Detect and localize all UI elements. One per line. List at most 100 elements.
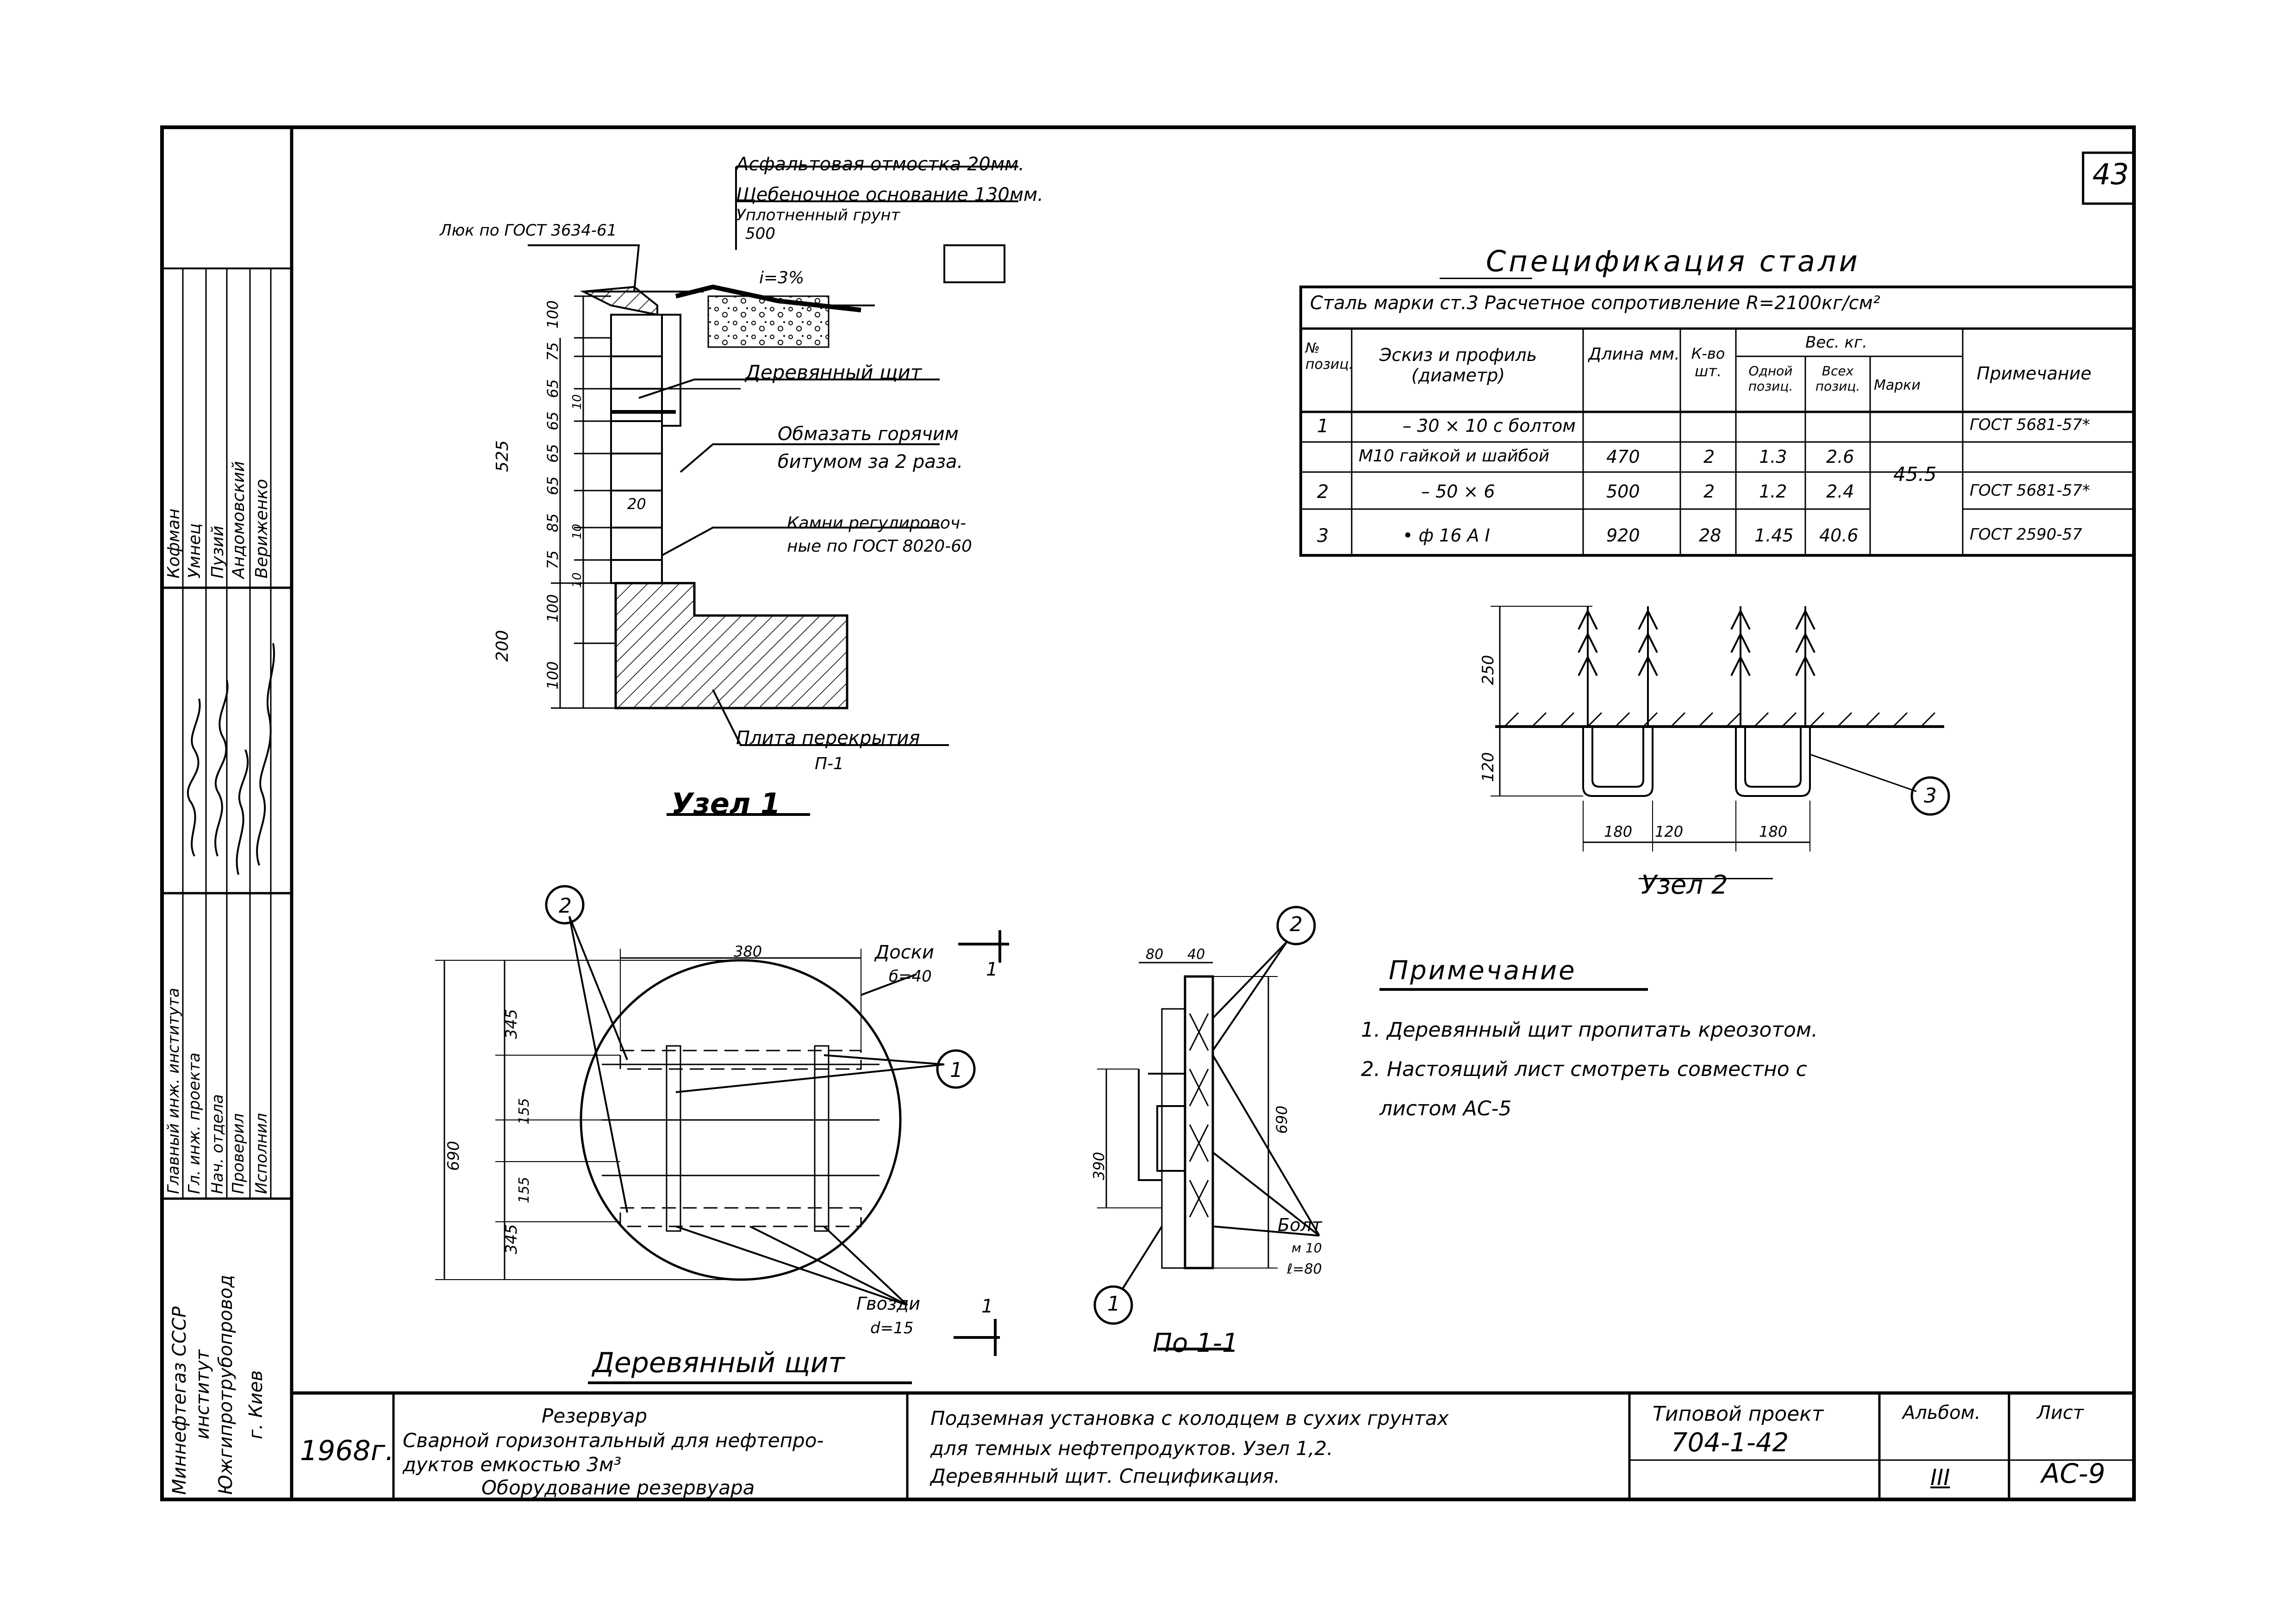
spec-header-pos: № позиц. [1305,340,1354,373]
node1-slab-label: Плита перекрытия [736,728,920,749]
node1-dim-200: 200 [493,630,512,662]
stamp-role-4: Проверил [229,1113,248,1194]
node2-drawing [1491,606,1950,879]
shield-dim-345a: 345 [502,1009,521,1039]
shield-section-mark-top: 1 [986,959,998,980]
spec-row3-pos: 3 [1317,525,1329,547]
node1-dim-500: 500 [745,224,775,243]
title-object-2: Сварной горизонтальный для нефтепро- [403,1429,824,1452]
section-dim-80: 80 [1146,946,1164,963]
node1-bitumen-1: Обмазать горячим [778,423,959,445]
section-dim-390: 390 [1090,1151,1108,1180]
section-drawing [1093,906,1320,1350]
shield-dim-155b: 155 [516,1176,532,1203]
section-callout-2: 2 [1290,913,1303,936]
title-project-value: 704-1-42 [1671,1428,1789,1458]
node1-dim-525: 525 [493,440,512,472]
signatures [187,643,275,875]
shield-dim-155a: 155 [516,1098,532,1125]
title-desc-1: Подземная установка с колодцем в сухих г… [930,1407,1449,1430]
section-bolt-3: ℓ=80 [1287,1261,1322,1277]
spec-row1b-length: 470 [1606,447,1640,467]
notes-title: Примечание [1389,956,1577,986]
node1-bitumen-2: битумом за 2 раза. [778,451,963,473]
node1-slope: i=3% [759,268,805,287]
node1-dim-75: 75 [544,342,562,361]
notes-item-3: листом АС-5 [1379,1097,1512,1120]
node1-soil-label: Уплотненный грунт [736,206,900,224]
spec-row2-profile: – 50 × 6 [1421,481,1495,502]
section-title: По 1-1 [1153,1328,1239,1358]
node1-dim-65a: 65 [544,379,562,398]
node2-dim-120h: 120 [1655,823,1684,840]
spec-row1-pos: 1 [1317,416,1329,437]
shield-nails-size: d=15 [870,1319,914,1337]
spec-row1-note: ГОСТ 5681-57* [1970,416,2090,434]
title-object-3: дуктов емкостью 3м³ [403,1453,622,1476]
notes-title-underline [1379,988,1648,991]
node1-drawing [528,166,1018,816]
stamp-name-5: Вериженко [252,479,271,578]
section-bolt-2: м 10 [1292,1240,1322,1256]
node2-dim-120v: 120 [1479,752,1497,782]
stamp-org-4: г. Киев [245,1370,267,1439]
node2-dim-180b: 180 [1759,823,1788,840]
spec-row2-pos: 2 [1317,481,1329,503]
spec-header-weight: Вес. кг. [1805,333,1867,352]
stamp-role-5: Исполнил [252,1113,271,1194]
shield-title-underline [588,1381,912,1384]
stamp-role-3: Нач. отдела [208,1094,227,1194]
spec-row1b-qty: 2 [1703,447,1715,467]
node1-dim-100a: 100 [544,300,562,329]
stamp-name-3: Пузий [208,525,227,578]
node1-dim-20: 20 [627,495,646,513]
spec-row1b-one: 1.3 [1759,447,1787,467]
stamp-org-3: Южгипротрубопровод [215,1275,237,1495]
node1-stones-1: Камни регулировоч- [787,514,967,533]
spec-subtitle: Сталь марки ст.3 Расчетное сопротивление… [1310,292,1880,314]
stamp-role-1: Главный инж. института [164,988,183,1194]
node1-dim-10a: 10 [570,394,584,410]
title-sheet-label: Лист [2037,1402,2084,1424]
spec-header-one: Одной позиц. [1748,363,1793,394]
spec-row2-qty: 2 [1703,481,1715,502]
title-album-value: III [1930,1465,1950,1491]
sheet-number: 43 [2092,157,2129,191]
title-year: 1968г. [300,1435,394,1467]
node1-dim-65d: 65 [544,476,562,495]
shield-title: Деревянный щит [593,1347,845,1379]
notes-item-2: 2. Настоящий лист смотреть совместно с [1361,1057,1807,1081]
shield-nails-label: Гвозди [856,1293,920,1314]
stamp-org-1: Миннефтегаз СССР [169,1306,190,1495]
title-object-4: Оборудование резервуара [481,1476,755,1499]
stamp-role-2: Гл. инж. проекта [185,1052,204,1194]
node1-slab-mark: П-1 [815,754,844,773]
title-project-label: Типовой проект [1653,1402,1824,1426]
spec-row2-all: 2.4 [1826,481,1854,502]
spec-row2-one: 1.2 [1759,481,1787,502]
node1-dim-100b: 100 [544,594,562,622]
spec-row3-note: ГОСТ 2590-57 [1970,525,2083,544]
stamp-name-1: Кофман [164,508,183,578]
spec-row3-all: 40.6 [1819,525,1859,546]
shield-boards-label: Доски [875,942,934,963]
node1-hatch-label: Люк по ГОСТ 3634-61 [440,221,617,240]
node1-dim-65b: 65 [544,411,562,430]
spec-row3-qty: 28 [1699,525,1722,546]
node1-asphalt-label: Асфальтовая отмостка 20мм. [736,154,1024,175]
node1-dim-75b: 75 [544,550,562,569]
shield-drawing [435,885,1009,1356]
spec-row3-one: 1.45 [1754,525,1794,546]
section-dim-40: 40 [1187,946,1205,963]
spec-mark-total: 45.5 [1893,463,1937,485]
stamp-org-2: институт [192,1349,213,1439]
stamp-name-2: Умнец [185,523,204,578]
node2-dim-250: 250 [1479,655,1497,685]
node1-dim-10b: 10 [570,523,584,539]
spec-row3-length: 920 [1606,525,1640,546]
spec-row1b-all: 2.6 [1826,447,1854,467]
spec-header-length: Длина мм. [1588,345,1680,364]
spec-title: Спецификация стали [1486,244,1860,278]
node2-title: Узел 2 [1641,870,1728,900]
